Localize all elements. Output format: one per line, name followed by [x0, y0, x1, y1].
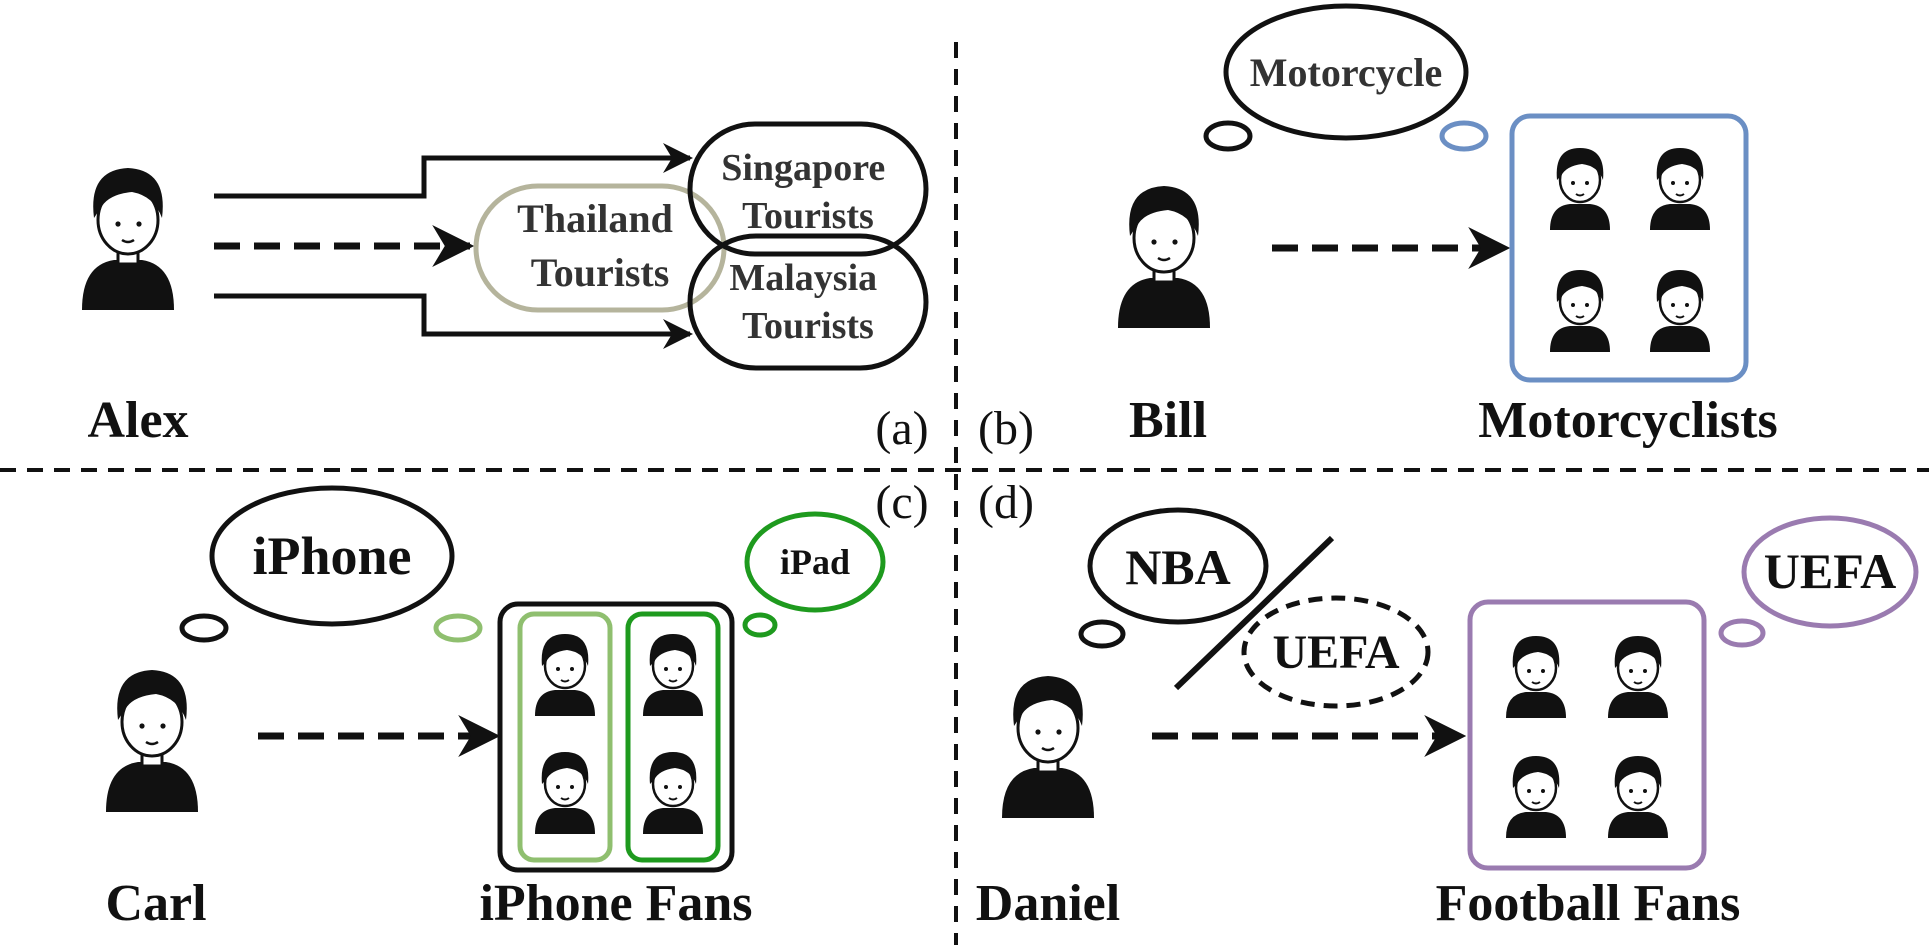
daniel-label: Daniel [976, 875, 1120, 932]
ipad-fans-subgroup [625, 611, 721, 863]
motorcyclists-thought-dot [1439, 120, 1489, 152]
iphone-fans-group-box [497, 601, 735, 873]
uefa-thought: UEFA [1764, 543, 1896, 599]
member-avatar-icon [641, 750, 705, 836]
arrow-to-singapore [214, 143, 693, 199]
iphone-fans-thought-dot [433, 613, 483, 643]
football-fans-thought-dot [1718, 618, 1766, 648]
panel-c: (c) iPhone iPad Carl iPhone Fans [104, 476, 929, 932]
singapore-label: Singapore Tourists [721, 147, 895, 237]
alex-avatar-icon [80, 166, 176, 312]
ipad-thought: iPad [780, 542, 850, 582]
motorcyclists-label: Motorcyclists [1478, 392, 1777, 449]
daniel-thought-bubble [1087, 507, 1269, 625]
malaysia-label: Malaysia Tourists [729, 257, 886, 347]
panel-a: Alex Thailand Tourists Singapore Tourist… [80, 121, 929, 455]
malaysia-tourists-group [687, 233, 929, 371]
alex-label: Alex [87, 392, 188, 449]
football-fans-label: Football Fans [1436, 875, 1741, 932]
thailand-label: Thailand Tourists [517, 196, 683, 295]
bill-label: Bill [1129, 392, 1207, 449]
carl-avatar-icon [104, 668, 200, 814]
motorcycle-thought: Motorcycle [1250, 50, 1442, 95]
bill-thought-bubble [1223, 3, 1469, 141]
member-avatar-icon [641, 632, 705, 718]
bill-avatar-icon [1116, 184, 1212, 330]
football-fans-group-box [1467, 599, 1707, 871]
panel-a-marker: (a) [875, 402, 928, 455]
member-avatar-icon [1606, 754, 1670, 840]
panel-d-marker: (d) [978, 476, 1034, 529]
panel-c-marker: (c) [875, 476, 928, 529]
ipad-thought-dot [742, 612, 778, 638]
member-avatar-icon [1504, 634, 1568, 720]
member-avatar-icon [1606, 634, 1670, 720]
daniel-avatar-icon [1000, 674, 1096, 820]
nba-thought: NBA [1125, 539, 1231, 595]
panel-d: (d) NBA UEFA UEFA Daniel Football Fans [976, 476, 1919, 932]
daniel-thought-dot [1078, 619, 1126, 649]
member-avatar-icon [533, 750, 597, 836]
singapore-tourists-group [687, 121, 929, 257]
member-avatar-icon [1548, 146, 1612, 232]
strike-through-line [1173, 535, 1335, 691]
ipad-thought-bubble [744, 511, 886, 613]
crossed-uefa-bubble [1241, 595, 1431, 709]
iphone-thought: iPhone [252, 526, 411, 586]
iphone-fans-subgroup [517, 611, 613, 863]
member-avatar-icon [533, 632, 597, 718]
arrow-to-malaysia [214, 293, 693, 349]
member-avatar-icon [1548, 268, 1612, 354]
iphone-fans-label: iPhone Fans [479, 875, 752, 932]
crossed-uefa-thought: UEFA [1272, 626, 1399, 679]
carl-thought-dot [179, 613, 229, 643]
member-avatar-icon [1648, 146, 1712, 232]
carl-thought-bubble [209, 485, 455, 627]
panel-b-marker: (b) [978, 402, 1034, 455]
bill-thought-dot [1203, 120, 1253, 152]
member-avatar-icon [1648, 268, 1712, 354]
football-fans-thought-bubble [1741, 515, 1919, 629]
member-avatar-icon [1504, 754, 1568, 840]
panel-b: Motorcycle Bill Motorcyclists (b) [978, 3, 1778, 455]
carl-label: Carl [105, 875, 206, 932]
motorcyclists-group-box [1509, 113, 1749, 383]
